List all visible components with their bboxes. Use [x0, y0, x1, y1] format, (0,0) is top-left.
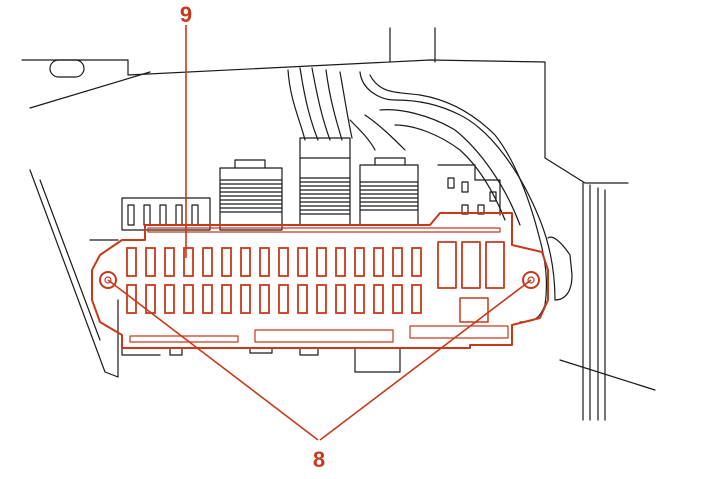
mounting-screws: [99, 271, 540, 289]
fuse-slot: [145, 247, 156, 277]
fuse-slot: [202, 284, 213, 314]
fuse-slot: [259, 247, 270, 277]
mount-slot: [49, 59, 85, 78]
fuse-slot: [373, 247, 384, 277]
callout-label-9: 9: [179, 2, 193, 27]
fuse-slot: [335, 284, 346, 314]
connector-block: [359, 164, 419, 226]
fuse-slot: [411, 284, 422, 314]
fuse-slot: [183, 247, 194, 277]
fuse-slot: [126, 284, 137, 314]
leader-line-8-left: [107, 279, 319, 441]
connector-block: [219, 167, 283, 231]
fuse-slots: [126, 247, 422, 314]
fuse-slot: [297, 284, 308, 314]
fuse-slot: [164, 284, 175, 314]
relay-block: [121, 197, 211, 231]
fuse-slot: [164, 247, 175, 277]
fuse-slot: [316, 247, 327, 277]
leader-line-8-right: [319, 279, 532, 441]
fuse-slot: [392, 247, 403, 277]
screw-right: [522, 271, 540, 289]
fuse-slot: [278, 284, 289, 314]
fuse-slot: [278, 247, 289, 277]
screw-left: [99, 271, 117, 289]
fuse-slot: [240, 247, 251, 277]
callout-label-8: 8: [312, 447, 326, 472]
fuse-slot: [373, 284, 384, 314]
fuse-slot: [392, 284, 403, 314]
fuse-slot: [259, 284, 270, 314]
fuse-slot: [145, 284, 156, 314]
fuse-slot: [354, 247, 365, 277]
fuse-slot: [411, 247, 422, 277]
fuse-slot: [221, 284, 232, 314]
fuse-slot: [126, 247, 137, 277]
fuse-slot: [354, 284, 365, 314]
fuse-slot: [316, 284, 327, 314]
fuse-slot: [221, 247, 232, 277]
fuse-slot: [240, 284, 251, 314]
surrounding-structure: [21, 27, 656, 421]
fuse-slot: [183, 284, 194, 314]
leader-lines: [107, 25, 532, 441]
fuse-slot: [335, 247, 346, 277]
fuse-box: [91, 212, 549, 349]
fuse-slot: [202, 247, 213, 277]
fuse-slot: [297, 247, 308, 277]
